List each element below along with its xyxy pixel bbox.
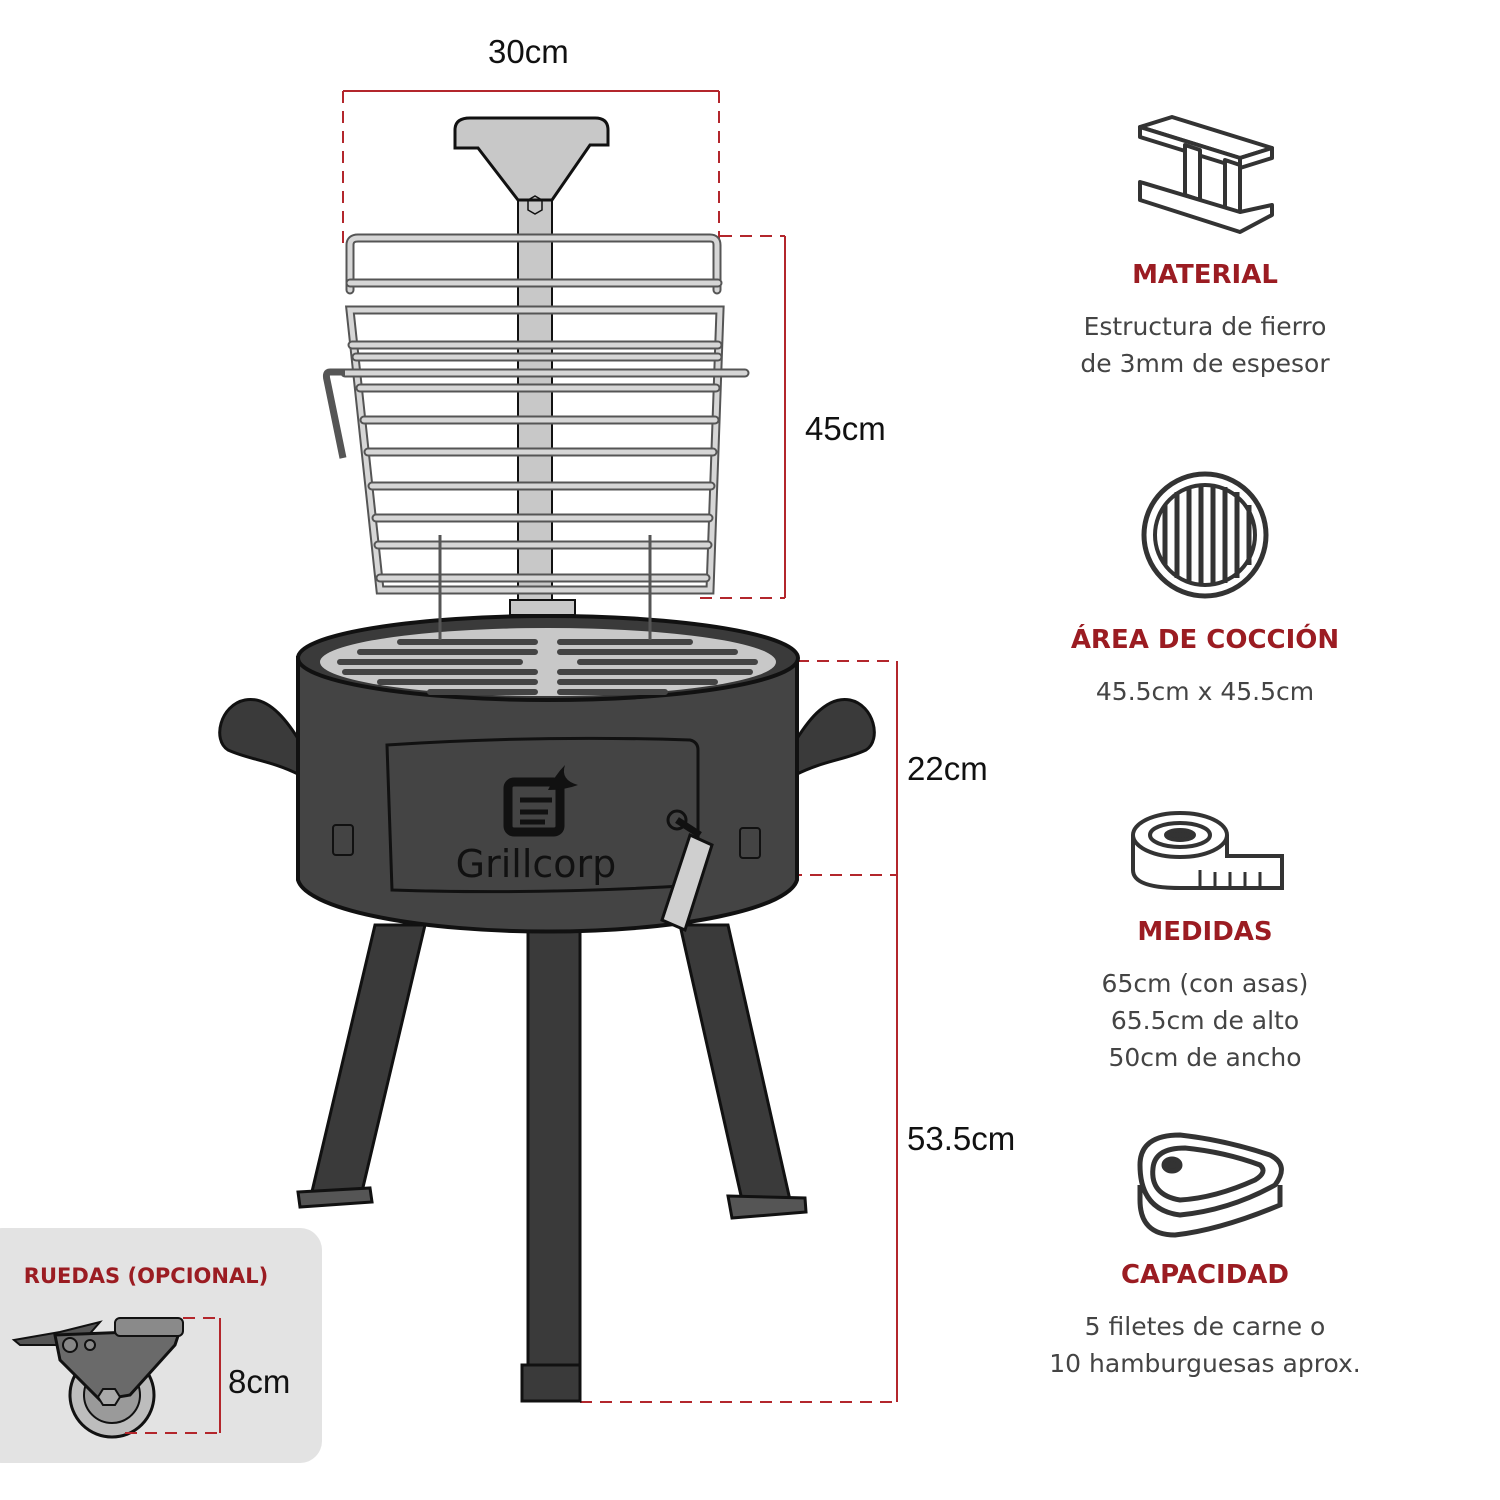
features-2-lines-2: 50cm de ancho	[1108, 1043, 1301, 1072]
features-0-title: MATERIAL	[1132, 260, 1278, 290]
features-3-lines-0: 5 filetes de carne o	[1085, 1312, 1326, 1341]
wheel-height-label: 8cm	[228, 1363, 290, 1400]
features-3-lines-1: 10 hamburguesas aprox.	[1049, 1349, 1360, 1378]
features-0-lines-0: Estructura de fierro	[1084, 312, 1327, 341]
rack-width-label: 30cm	[488, 33, 569, 70]
grill-rack	[322, 116, 750, 640]
brand-logo-text: Grillcorp	[456, 842, 617, 886]
round-grill-icon	[1141, 471, 1269, 599]
rack-height-label: 45cm	[805, 410, 886, 447]
grill-legs	[296, 923, 808, 1403]
features-3-title: CAPACIDAD	[1121, 1260, 1289, 1290]
features-2-lines-1: 65.5cm de alto	[1111, 1006, 1299, 1035]
side-handles	[218, 698, 876, 778]
tape-measure-icon	[1131, 811, 1284, 890]
feature-material: MATERIAL Estructura de fierro de 3mm de …	[1080, 115, 1330, 378]
leg-height-label: 53.5cm	[907, 1120, 1015, 1157]
feature-cooking-area: ÁREA DE COCCIÓN 45.5cm x 45.5cm	[1071, 471, 1339, 706]
door-handle	[660, 809, 714, 933]
grillcorp-logo-icon	[503, 765, 578, 837]
feature-capacity: CAPACIDAD 5 filetes de carne o 10 hambur…	[1049, 1132, 1361, 1378]
steak-icon	[1137, 1132, 1284, 1238]
grill-bowl: Grillcorp	[296, 614, 800, 934]
bowl-height-label: 22cm	[907, 750, 988, 787]
features-2-lines-0: 65cm (con asas)	[1102, 969, 1309, 998]
features-1-lines-0: 45.5cm x 45.5cm	[1096, 677, 1314, 706]
caster-wheel-icon	[11, 1317, 184, 1439]
steel-beam-icon	[1138, 115, 1274, 234]
feature-measures: MEDIDAS 65cm (con asas) 65.5cm de alto 5…	[1102, 811, 1309, 1072]
features-0-lines-1: de 3mm de espesor	[1080, 349, 1330, 378]
features-1-title: ÁREA DE COCCIÓN	[1071, 623, 1339, 655]
features-2-title: MEDIDAS	[1137, 917, 1272, 947]
wheels-title: RUEDAS (OPCIONAL)	[24, 1264, 268, 1288]
